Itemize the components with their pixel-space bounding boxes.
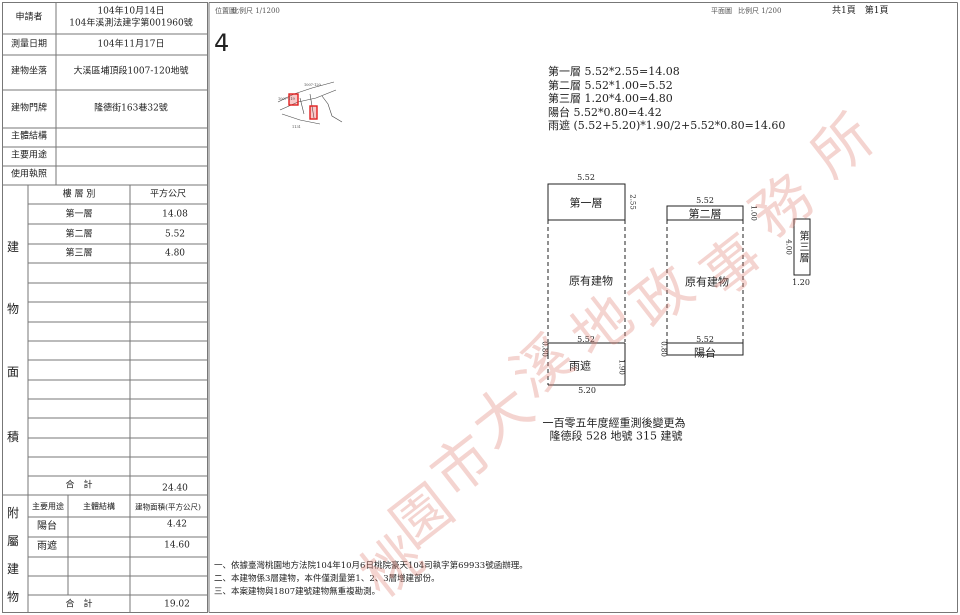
balcony-label: 陽台 [694,346,716,360]
calc-line: 雨遮 (5.52+5.20)*1.90/2+5.52*0.80=14.60 [548,119,786,132]
annex-total-value: 19.02 [164,599,190,610]
floor1-label: 第一層 [569,196,603,210]
annex-area: 14.60 [164,540,190,551]
address-label: 建物門牌 [10,103,48,114]
remark-line: 二、本建物係3層建物，本件僅測量第1、2、3層增建部份。 [214,574,440,584]
balcony-left-dim: 0.80 [659,341,668,357]
floor1-outline [547,183,626,221]
floor-area: 5.52 [164,229,186,240]
calc-line: 第二層 5.52*1.00=5.52 [548,78,673,92]
floor-area: 4.80 [164,248,186,259]
annex-side-char: 建 [6,562,20,576]
svg-text:1007-119: 1007-119 [278,97,295,101]
floor-column-header: 樓 層 別 [62,189,96,200]
applicant-case-number: 104年溪測法建字第001960號 [69,18,193,29]
applicant-label: 申請者 [15,12,43,23]
floor-plan-label: 平面圖 [711,7,732,15]
use-license-label: 使用執照 [10,169,48,180]
floor-name: 第一層 [65,209,93,220]
structure-label: 主體結構 [10,131,48,142]
resurvey-note: 一百零五年度經重測後變更為 [542,416,686,430]
calc-line: 陽台 5.52*0.80=4.42 [548,105,662,119]
floor2-top-dim: 5.52 [696,196,714,205]
sqm-column-header: 平方公尺 [149,189,187,200]
main-use-label: 主要用途 [10,150,48,161]
survey-date: 104年11月17日 [97,39,165,50]
annex-side-char: 附 [6,506,20,520]
location-map-icon: 1007-120 1007-119 1131 [277,81,343,129]
annex-area: 4.42 [166,519,188,530]
floor2-label: 第二層 [688,207,722,221]
annex-structure-header: 主體結構 [83,502,115,511]
canopy-left-dim: 0.80 [540,341,549,357]
survey-date-label: 測量日期 [10,39,48,50]
location-map-label: 位置圖 [215,7,236,15]
canopy-label: 雨遮 [569,359,591,373]
svg-text:1007-120: 1007-120 [304,83,321,87]
floor3-label: 第三層 [797,230,808,264]
floor2-outline [666,205,744,221]
canopy-bottom-dim: 5.20 [578,386,596,395]
floor-name: 第三層 [65,248,93,259]
annex-area-header: 建物面積(平方公尺) [135,502,201,512]
existing-building-label-2: 原有建物 [685,275,729,289]
svg-text:1131: 1131 [292,125,301,129]
floor2-side-dim: 1.00 [749,205,758,221]
floor3-side-dim: 4.00 [784,239,793,255]
area-side-char: 面 [6,365,20,379]
floor1-side-dim: 2.55 [628,194,637,210]
area-side-char: 物 [6,302,20,316]
calc-line: 第三層 1.20*4.00=4.80 [548,92,673,105]
remark-line: 三、本案建物與1807建號建物無重複勘測。 [214,587,381,597]
canopy-right-dim: 1.90 [617,359,626,375]
floor3-outline [793,218,811,276]
floor-area: 14.08 [162,209,188,220]
location-value: 大溪區埔頂段1007-120地號 [73,66,189,77]
area-calculations: 第一層 5.52*2.55=14.08 第二層 5.52*1.00=5.52 第… [548,65,785,133]
existing-building-label: 原有建物 [569,274,613,288]
remark-line: 一、依據臺灣桃園地方法院104年10月6日桃院豪天104司執字第69933號函辦… [214,561,528,571]
north-arrow-icon: 4 [214,29,230,57]
applicant-date: 104年10月14日 [97,6,165,17]
calc-line: 第一層 5.52*2.55=14.08 [548,65,680,78]
annex-side-char: 屬 [6,534,20,548]
annex-side-char: 物 [6,590,20,604]
location-label: 建物坐落 [10,66,48,77]
annex-total-label: 合 計 [65,599,93,610]
page-indicator: 共1頁 第1頁 [832,6,889,16]
location-map-scale: 比例尺 1/1200 [232,7,280,15]
floor3-bottom-dim: 1.20 [792,278,810,287]
annex-use: 雨遮 [37,541,57,552]
floor-plan-scale: 比例尺 1/200 [738,7,782,15]
new-lot-number: 隆德段 528 地號 315 建號 [549,429,683,443]
balcony-top-dim: 5.52 [696,335,714,344]
canopy-top-dim: 5.52 [577,335,595,344]
balcony-outline [666,342,744,356]
annex-use-header: 主要用途 [32,502,64,511]
area-total-value: 24.40 [162,483,188,494]
floor1-top-dim: 5.52 [577,173,595,182]
annex-use: 陽台 [37,521,57,532]
floor-name: 第二層 [65,229,93,240]
area-side-char: 建 [6,240,20,254]
area-total-label: 合 計 [65,480,93,491]
address-value: 隆德街163巷32號 [94,103,168,114]
area-side-char: 積 [6,430,20,444]
remarks: 一、依據臺灣桃園地方法院104年10月6日桃院豪天104司執字第69933號函辦… [214,560,528,599]
